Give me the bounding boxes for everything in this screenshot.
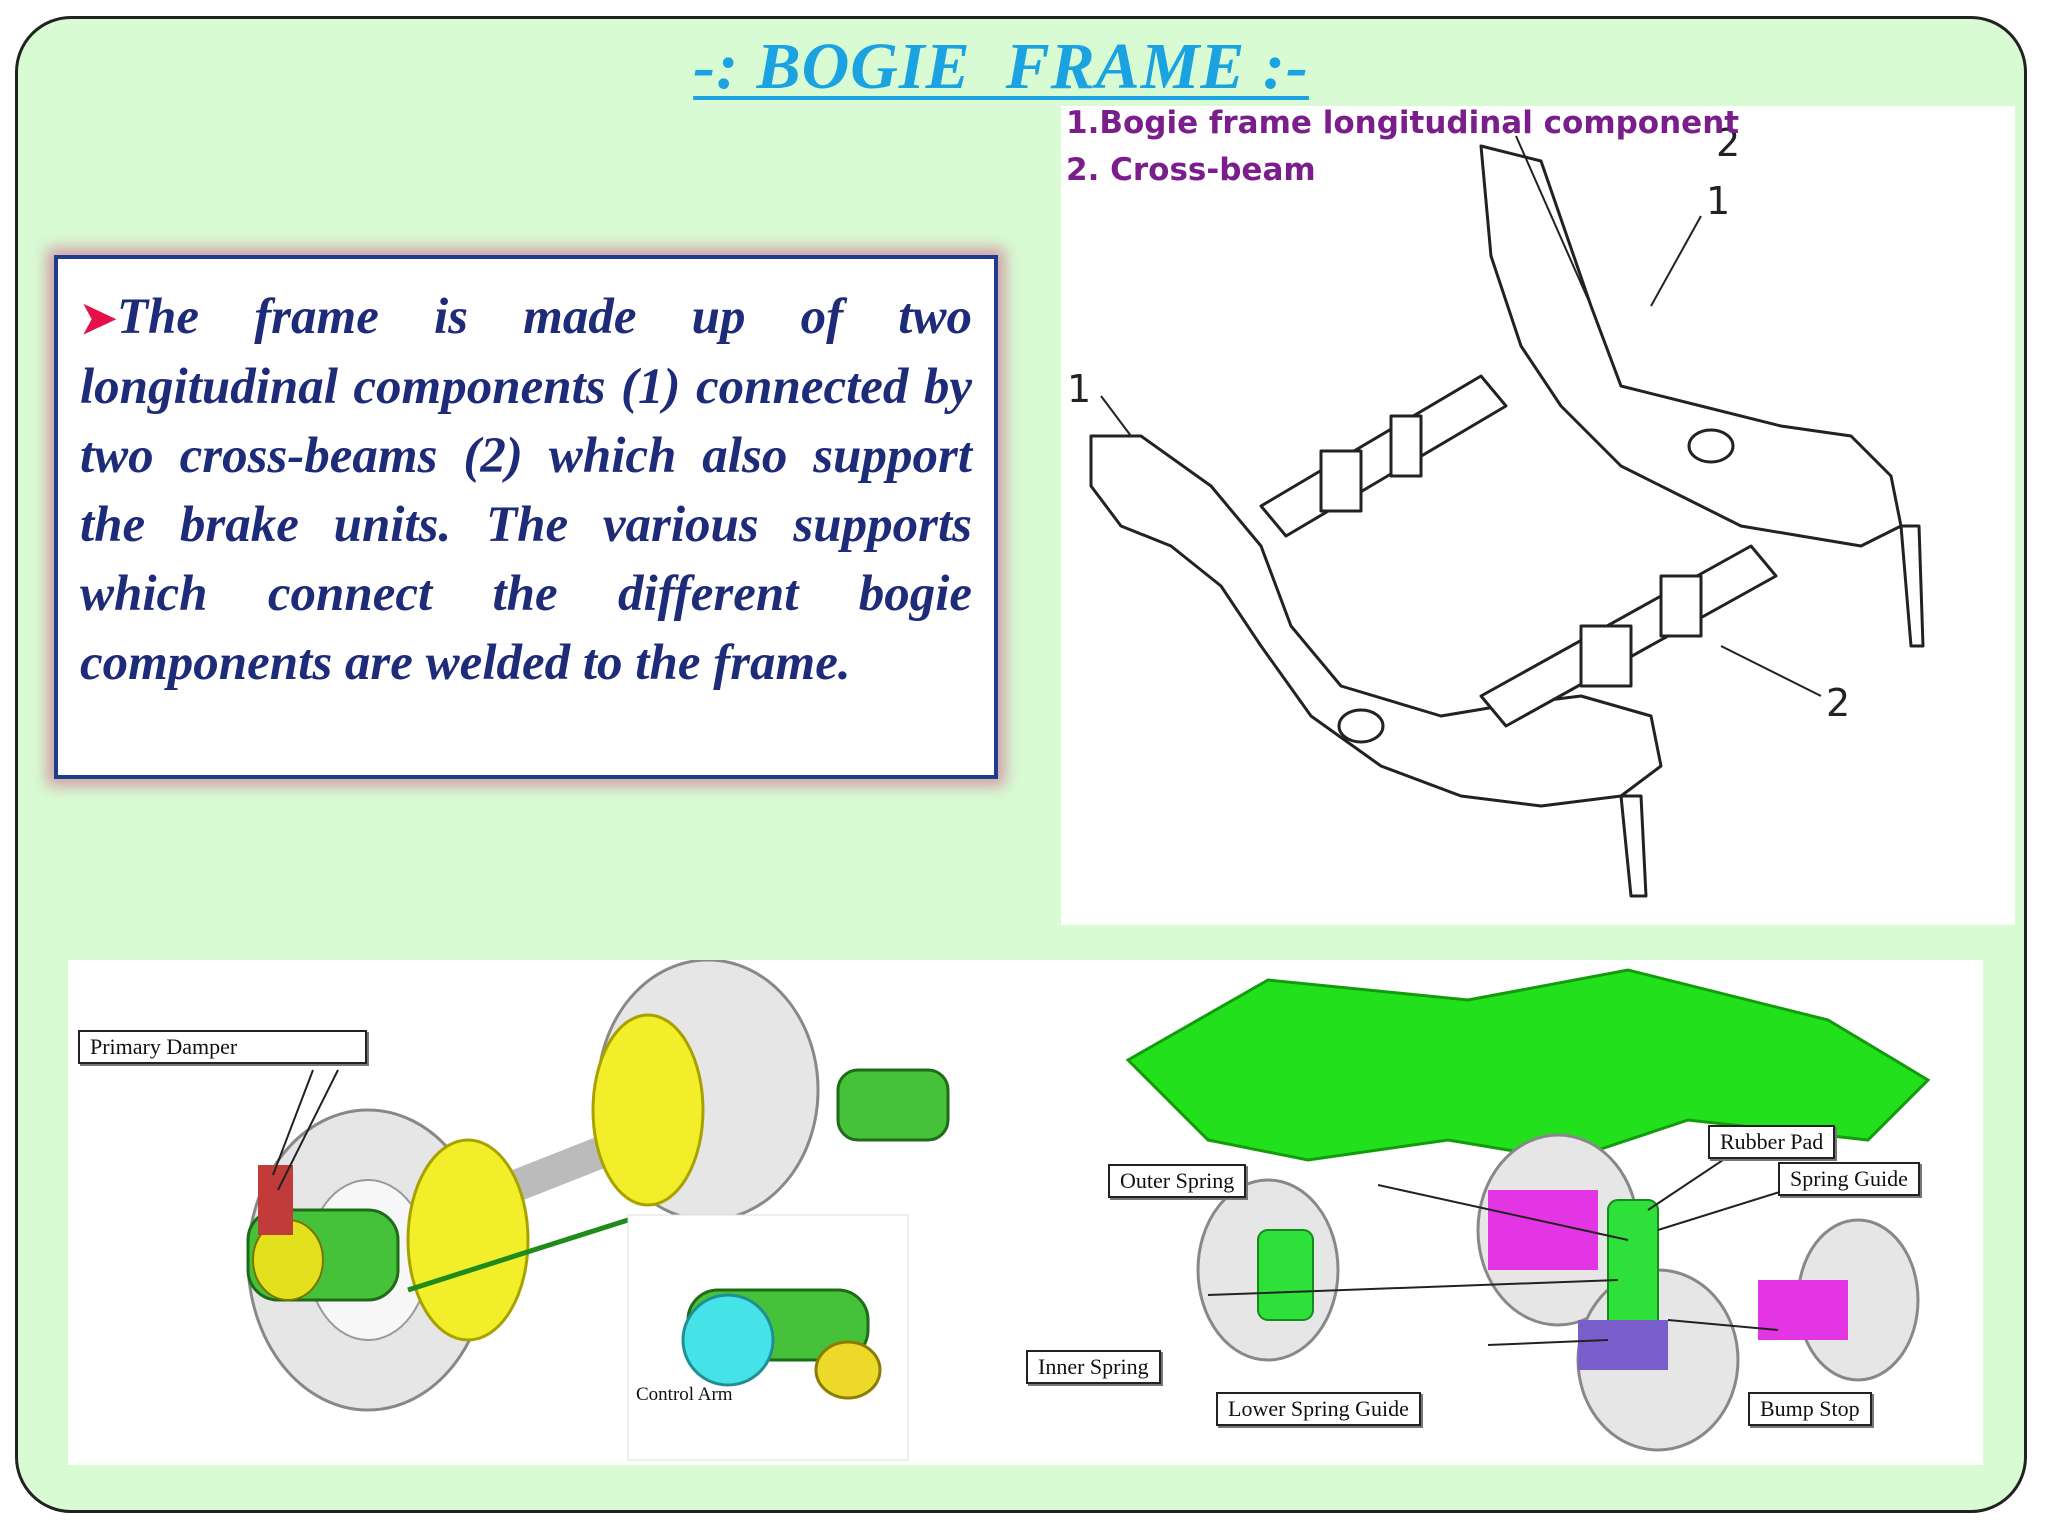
brake-disc [406,1138,530,1342]
brake-disc [591,1013,705,1207]
page-title: -: BOGIE FRAME :- [693,30,1309,103]
arrow-bullet-icon: ➤ [80,294,117,343]
leader-line [1100,395,1132,437]
leader-line [1650,215,1702,307]
brake-unit [1758,1280,1848,1340]
bogie-frame-diagram: 2 1 1 2 [1061,106,2015,925]
frame-hanger [1619,794,1648,898]
spring-seat [1337,708,1385,744]
bogie-frame-green [1125,968,1931,1162]
legend-cross-beam: 2. Cross-beam [1066,152,1316,188]
leader-line [1487,1339,1609,1346]
control-arm-bush [681,1293,775,1387]
label-control-arm: Control Arm [636,1384,733,1405]
axlebox [836,1068,950,1142]
leader-line [1667,1319,1779,1331]
callout-bump-stop: Bump Stop [1748,1392,1872,1426]
frame-hanger [1899,524,1925,648]
cross-beam-left [1259,374,1508,538]
spring-stack [1257,1229,1314,1321]
control-arm-pivot [814,1340,882,1400]
diagram-label-1-left: 1 [1067,367,1091,411]
leader-line [272,1069,314,1176]
diagram-label-2-top: 2 [1716,121,1740,165]
leader-line [1515,135,1592,307]
suspension-illustration: Primary Damper Control Arm Outer Spring … [68,960,1983,1465]
suspension-drawing [246,960,1931,1461]
legend-longitudinal: 1.Bogie frame longitudinal component [1066,105,1740,141]
description-box: ➤The frame is made up of two longitudina… [54,255,998,779]
leader-line [1720,645,1822,697]
diagram-label-1-top: 1 [1706,179,1730,223]
callout-inner-spring: Inner Spring [1026,1350,1161,1384]
spring-seat [1687,428,1735,464]
longitudinal-member-front [1089,434,1663,808]
leader-line [1207,1279,1619,1296]
leader-line [407,1217,629,1293]
bogie-frame-drawing: 2 1 1 2 [1067,121,1925,898]
frame-bracket [1659,574,1703,638]
callout-primary-damper: Primary Damper [78,1030,367,1064]
primary-damper [258,1165,293,1235]
diagram-label-2-bottom: 2 [1826,681,1850,725]
description-paragraph: ➤The frame is made up of two longitudina… [80,283,972,698]
callout-spring-guide: Spring Guide [1778,1162,1920,1196]
callout-outer-spring: Outer Spring [1108,1164,1247,1198]
frame-bracket [1389,414,1423,478]
bump-stop [1578,1320,1668,1370]
callout-lower-spring-guide: Lower Spring Guide [1216,1392,1421,1426]
leader-line [277,1069,339,1191]
callout-rubber-pad: Rubber Pad [1708,1125,1836,1159]
leader-line [1377,1184,1629,1241]
frame-bracket [1319,449,1363,513]
longitudinal-member-back [1479,144,1903,548]
slide: -: BOGIE FRAME :- ➤The frame is made up … [15,16,2027,1513]
description-text: The frame is made up of two longitudinal… [80,289,972,691]
frame-bracket [1579,624,1633,688]
